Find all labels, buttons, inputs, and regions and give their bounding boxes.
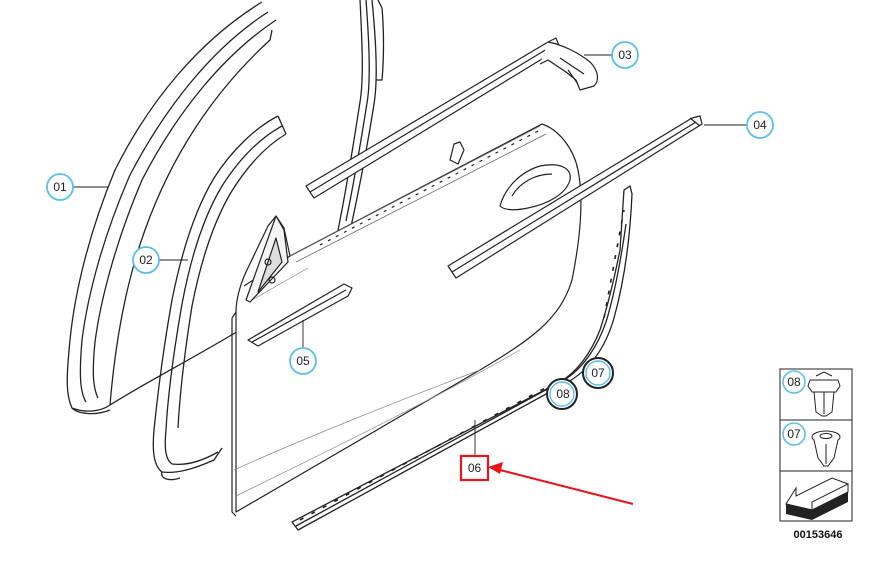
legend-item-07: 07 — [782, 422, 841, 467]
clip-part-07-icon — [811, 430, 841, 467]
callout-06-label: 06 — [468, 461, 482, 475]
legend-item-08: 08 — [782, 370, 841, 417]
legend-item-08-label: 08 — [787, 375, 801, 389]
callout-07-label: 07 — [591, 366, 605, 380]
part-03-upper-window-strip — [305, 37, 599, 199]
callout-08-label: 08 — [556, 387, 570, 401]
part-04-outer-belt-strip — [447, 115, 703, 279]
parts-legend: 08 07 00153646 — [779, 368, 853, 541]
callout-02-label: 02 — [139, 253, 153, 267]
callout-04: 04 — [746, 111, 774, 139]
callout-05-label: 05 — [296, 354, 310, 368]
callouts: 01 02 03 04 05 06 07 08 — [46, 41, 774, 482]
part-05-trim-molding — [247, 283, 353, 347]
part-01-window-frame-seal — [66, 0, 385, 415]
highlight-arrow — [488, 462, 634, 505]
legend-item-07-label: 07 — [787, 427, 801, 441]
callout-03: 03 — [611, 41, 639, 69]
callout-01: 01 — [46, 173, 74, 201]
callout-04-label: 04 — [753, 118, 767, 132]
callout-07: 07 — [582, 357, 614, 389]
part-06-lower-door-seal — [291, 185, 633, 531]
callout-01-label: 01 — [53, 180, 67, 194]
callout-08: 08 — [546, 378, 578, 410]
arrow-symbol-icon — [785, 477, 850, 520]
leader-lines — [73, 54, 746, 455]
callout-05: 05 — [289, 347, 317, 375]
part-02-window-channel-seal — [152, 115, 287, 481]
callout-06-highlighted: 06 — [459, 454, 490, 482]
callout-03-label: 03 — [618, 48, 632, 62]
callout-02: 02 — [132, 246, 160, 274]
door-shell — [231, 123, 582, 517]
clip-part-08-icon — [807, 371, 841, 417]
reference-number: 00153646 — [794, 529, 843, 541]
